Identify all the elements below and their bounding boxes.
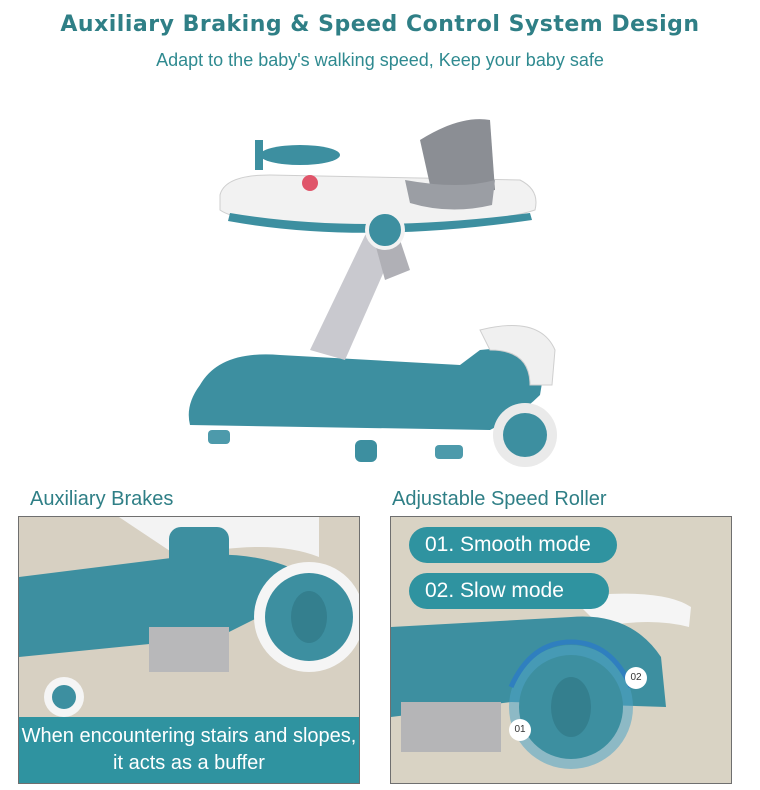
auxiliary-brakes-caption: When encountering stairs and slopes, it … — [19, 717, 359, 783]
auxiliary-brakes-panel: When encountering stairs and slopes, it … — [18, 516, 360, 784]
baby-walker-image — [160, 95, 600, 485]
smooth-mode-label: 01. Smooth mode — [409, 527, 617, 563]
roller-marker-01: 01 — [509, 719, 531, 741]
auxiliary-brakes-label: Auxiliary Brakes — [30, 488, 174, 510]
speed-roller-panel: 01. Smooth mode 02. Slow mode 01 02 — [390, 516, 732, 784]
speed-roller-label: Adjustable Speed Roller — [392, 488, 607, 510]
page-subtitle: Adapt to the baby's walking speed, Keep … — [156, 50, 604, 70]
slow-mode-label: 02. Slow mode — [409, 573, 609, 609]
page-title: Auxiliary Braking & Speed Control System… — [60, 12, 700, 37]
roller-marker-02: 02 — [625, 667, 647, 689]
